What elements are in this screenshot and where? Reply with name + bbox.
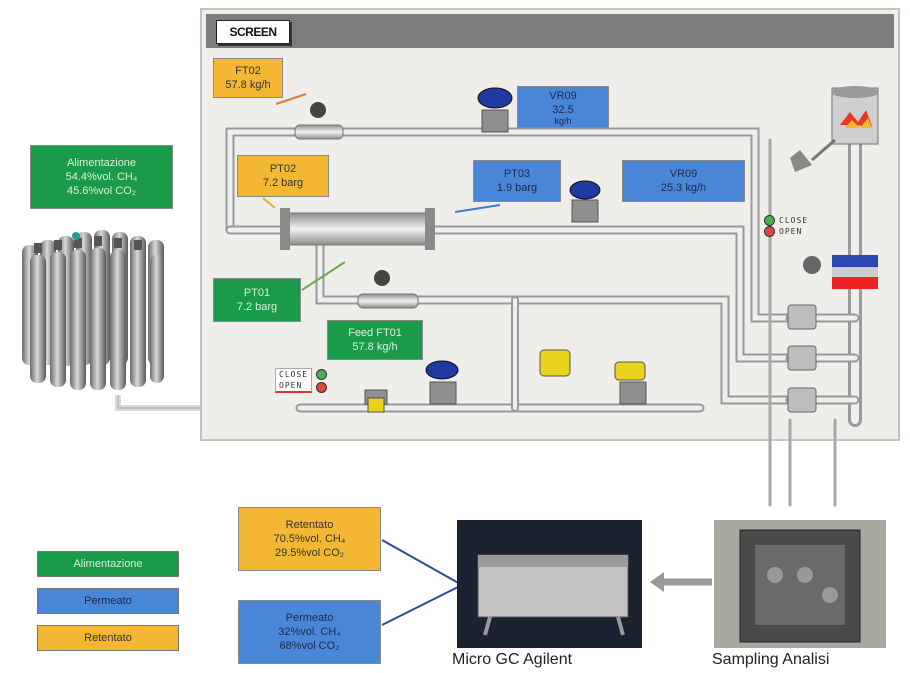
valve-status-right: CLOSE OPEN [764,215,808,237]
open-status-icon [316,381,328,393]
legend-permeato: Permeato [37,588,179,614]
screen-button[interactable]: SCREEN [216,20,290,44]
micro-gc-caption: Micro GC Agilent [452,651,573,668]
gas-cylinders [22,230,164,390]
open-label: OPEN [779,227,803,236]
legend-retentato: Retentato [37,625,179,651]
legend-alimentazione: Alimentazione [37,551,179,577]
close-status-icon [764,215,775,226]
sampling-caption: Sampling Analisi [712,651,830,668]
scada-title-bar: SCREEN [206,14,894,48]
valve-status-left: CLOSE OPEN [275,368,328,393]
open-label: OPEN [279,381,303,390]
close-status-icon [316,368,328,380]
close-label: CLOSE [779,216,809,225]
open-status-icon [764,226,775,237]
close-label: CLOSE [279,370,309,379]
